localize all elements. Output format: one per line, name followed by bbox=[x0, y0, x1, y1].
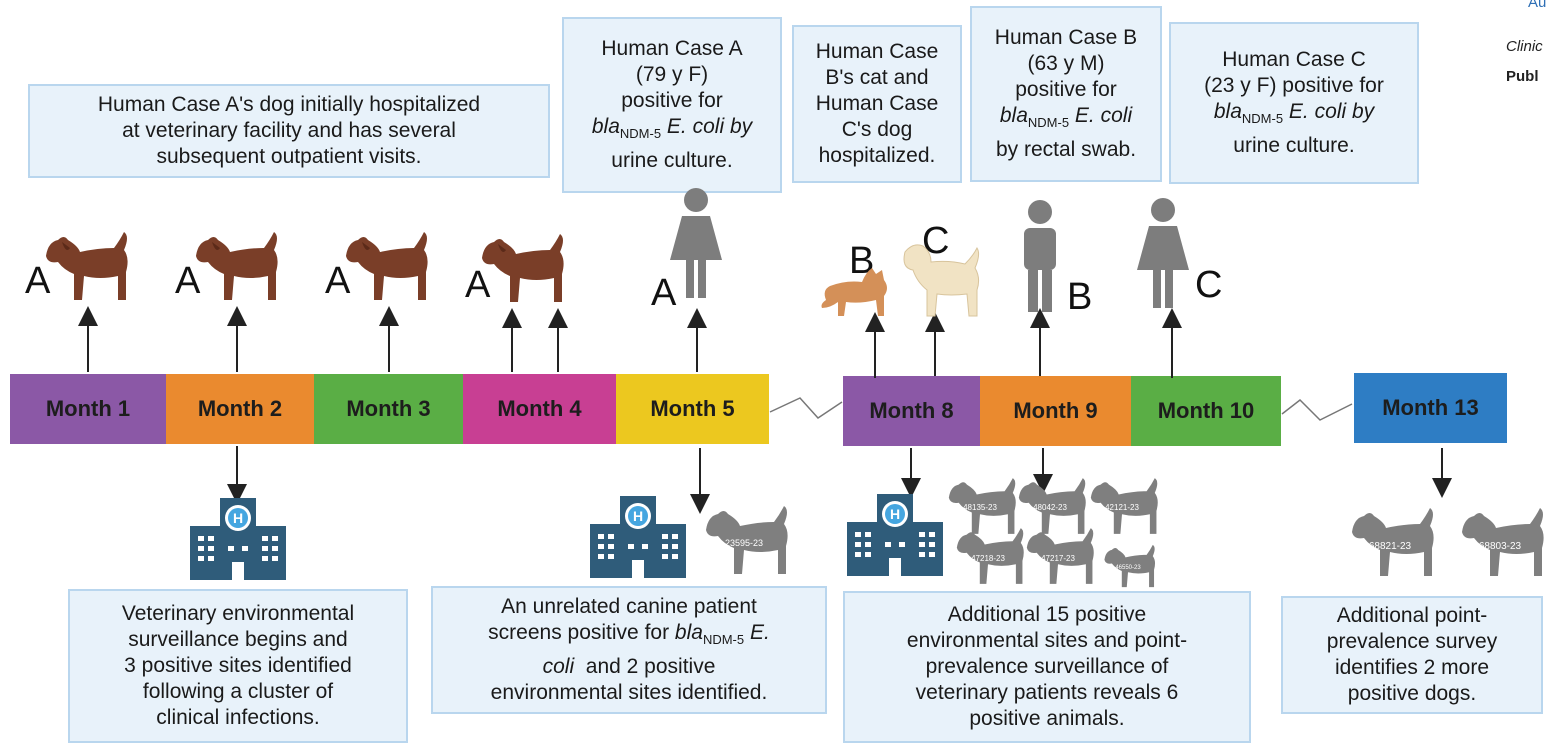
dog-id-label: 48042-23 bbox=[1033, 503, 1067, 512]
hospital-icon bbox=[590, 496, 686, 578]
case-letter: A bbox=[325, 260, 351, 302]
bottom-box-month2: Veterinary environmental surveillance be… bbox=[68, 589, 408, 743]
top-box-cat-dog-line: C's dog bbox=[841, 118, 913, 141]
top-box-case-c-line: (23 y F) positive for bbox=[1204, 74, 1384, 98]
top-box-case-b-line: by rectal swab. bbox=[995, 137, 1137, 161]
top-box-case-c: Human Case C (23 y F) positive for blaND… bbox=[1169, 22, 1419, 184]
top-box-case-b: Human Case B (63 y M) positive for blaND… bbox=[970, 6, 1162, 182]
top-box-dog-a: Human Case A's dog initially hospitalize… bbox=[28, 84, 550, 178]
bottom-box-month13-line: prevalence survey bbox=[1326, 630, 1498, 653]
case-letter: A bbox=[175, 260, 201, 302]
top-box-cat-dog-line: Human Case bbox=[815, 92, 939, 115]
bottom-box-month5-line: coli and 2 positive bbox=[542, 654, 716, 678]
case-letter: A bbox=[25, 260, 51, 302]
bottom-box-month13: Additional point- prevalence survey iden… bbox=[1281, 596, 1543, 714]
top-box-case-c-line: Human Case C bbox=[1222, 48, 1366, 72]
month-segment: Month 2 bbox=[166, 374, 314, 444]
top-box-case-a-line: positive for bbox=[621, 89, 723, 113]
bottom-box-month2-line: clinical infections. bbox=[156, 706, 320, 729]
cat-icon bbox=[821, 268, 887, 316]
dog-id-label: 47217-23 bbox=[1041, 554, 1075, 563]
dog-id-label: 68821-23 bbox=[1369, 541, 1412, 552]
month-segment: Month 1 bbox=[10, 374, 166, 444]
dog-icon bbox=[196, 232, 278, 300]
bottom-box-month8-line: prevalence surveillance of bbox=[925, 655, 1169, 678]
dog-id-label: 46550-23 bbox=[1115, 565, 1141, 571]
top-box-case-a-line: blaNDM-5 E. coli by bbox=[591, 115, 753, 142]
top-box-cat-dog-line: B's cat and bbox=[825, 66, 929, 89]
corner-fragment-1[interactable]: Au bbox=[1528, 0, 1546, 11]
top-box-cat-dog: Human Case B's cat and Human Case C's do… bbox=[792, 25, 962, 183]
month-segment: Month 9 bbox=[980, 376, 1131, 446]
bottom-box-month5-line: screens positive for blaNDM-5 E. bbox=[488, 621, 770, 648]
case-letter: A bbox=[465, 264, 491, 306]
top-box-case-a-line: urine culture. bbox=[611, 148, 733, 172]
bottom-box-month13-line: positive dogs. bbox=[1347, 682, 1477, 705]
top-box-case-b-line: (63 y M) bbox=[1027, 52, 1105, 76]
woman-icon bbox=[670, 188, 722, 298]
bottom-box-month2-line: surveillance begins and bbox=[128, 628, 348, 651]
top-box-case-b-line: Human Case B bbox=[994, 26, 1138, 50]
bottom-box-month8-line: positive animals. bbox=[969, 707, 1125, 730]
timeline-break-2 bbox=[1281, 399, 1353, 421]
bottom-box-month8-line: veterinary patients reveals 6 bbox=[915, 681, 1179, 704]
top-box-case-c-line: urine culture. bbox=[1233, 133, 1355, 157]
top-box-dog-a-line: at veterinary facility and has several bbox=[122, 119, 456, 142]
top-box-case-b-line: blaNDM-5 E. coli bbox=[999, 104, 1133, 131]
bottom-box-month8-line: Additional 15 positive bbox=[947, 603, 1147, 626]
bottom-box-month2-line: 3 positive sites identified bbox=[124, 654, 352, 677]
month-segment: Month 5 bbox=[616, 374, 769, 444]
bottom-box-month8: Additional 15 positive environmental sit… bbox=[843, 591, 1251, 743]
dog-icon bbox=[46, 232, 128, 300]
dog-icon bbox=[903, 244, 980, 317]
woman-icon bbox=[1137, 198, 1189, 308]
hospital-icon bbox=[190, 498, 286, 580]
bottom-box-month2-line: Veterinary environmental bbox=[121, 602, 355, 625]
top-box-dog-a-line: subsequent outpatient visits. bbox=[156, 145, 422, 168]
bottom-box-month2-line: following a cluster of bbox=[142, 680, 334, 703]
dog-id-label: 47218-23 bbox=[971, 554, 1005, 563]
top-box-cat-dog-line: Human Case bbox=[815, 40, 939, 63]
gray-dogs: 23595-23 48135-23 48042-23 42121-23 4721… bbox=[706, 478, 1544, 588]
month-segment: Month 4 bbox=[463, 374, 616, 444]
bottom-box-month8-line: environmental sites and point- bbox=[906, 629, 1188, 652]
top-box-case-a-line: (79 y F) bbox=[635, 63, 709, 87]
dog-icon bbox=[346, 232, 428, 300]
month-segment: Month 10 bbox=[1131, 376, 1281, 446]
bottom-box-month5: An unrelated canine patient screens posi… bbox=[431, 586, 827, 714]
case-letter: A bbox=[651, 272, 677, 314]
dog-id-label: 68803-23 bbox=[1479, 541, 1522, 552]
corner-fragment-3: Publ bbox=[1506, 68, 1539, 85]
dog-id-label: 48135-23 bbox=[963, 503, 997, 512]
top-box-case-a: Human Case A (79 y F) positive for blaND… bbox=[562, 17, 782, 193]
top-box-case-c-line: blaNDM-5 E. coli by bbox=[1213, 100, 1375, 127]
dog-id-label: 23595-23 bbox=[725, 538, 763, 548]
man-icon bbox=[1024, 200, 1056, 312]
bottom-box-month5-line: environmental sites identified. bbox=[490, 680, 768, 704]
case-letter: C bbox=[1195, 264, 1223, 306]
corner-fragment-2: Clinic bbox=[1506, 38, 1543, 55]
case-letter: B bbox=[1067, 276, 1093, 318]
bottom-box-month13-line: Additional point- bbox=[1336, 604, 1488, 627]
up-arrows bbox=[78, 306, 1182, 378]
month-segment: Month 3 bbox=[314, 374, 463, 444]
dog-icon bbox=[482, 234, 564, 302]
top-box-case-b-line: positive for bbox=[1015, 78, 1117, 102]
bottom-box-month13-line: identifies 2 more bbox=[1334, 656, 1490, 679]
dog-id-label: 42121-23 bbox=[1105, 503, 1139, 512]
timeline-break-1 bbox=[769, 397, 843, 419]
bottom-box-month5-line: An unrelated canine patient bbox=[501, 595, 757, 619]
top-box-dog-a-line: Human Case A's dog initially hospitalize… bbox=[97, 93, 481, 116]
down-arrows bbox=[227, 446, 1452, 514]
month-segment: Month 13 bbox=[1354, 373, 1507, 443]
top-box-case-a-line: Human Case A bbox=[601, 37, 743, 61]
month-segment: Month 8 bbox=[843, 376, 980, 446]
hospital-icon bbox=[847, 494, 943, 576]
top-box-cat-dog-line: hospitalized. bbox=[818, 144, 936, 167]
